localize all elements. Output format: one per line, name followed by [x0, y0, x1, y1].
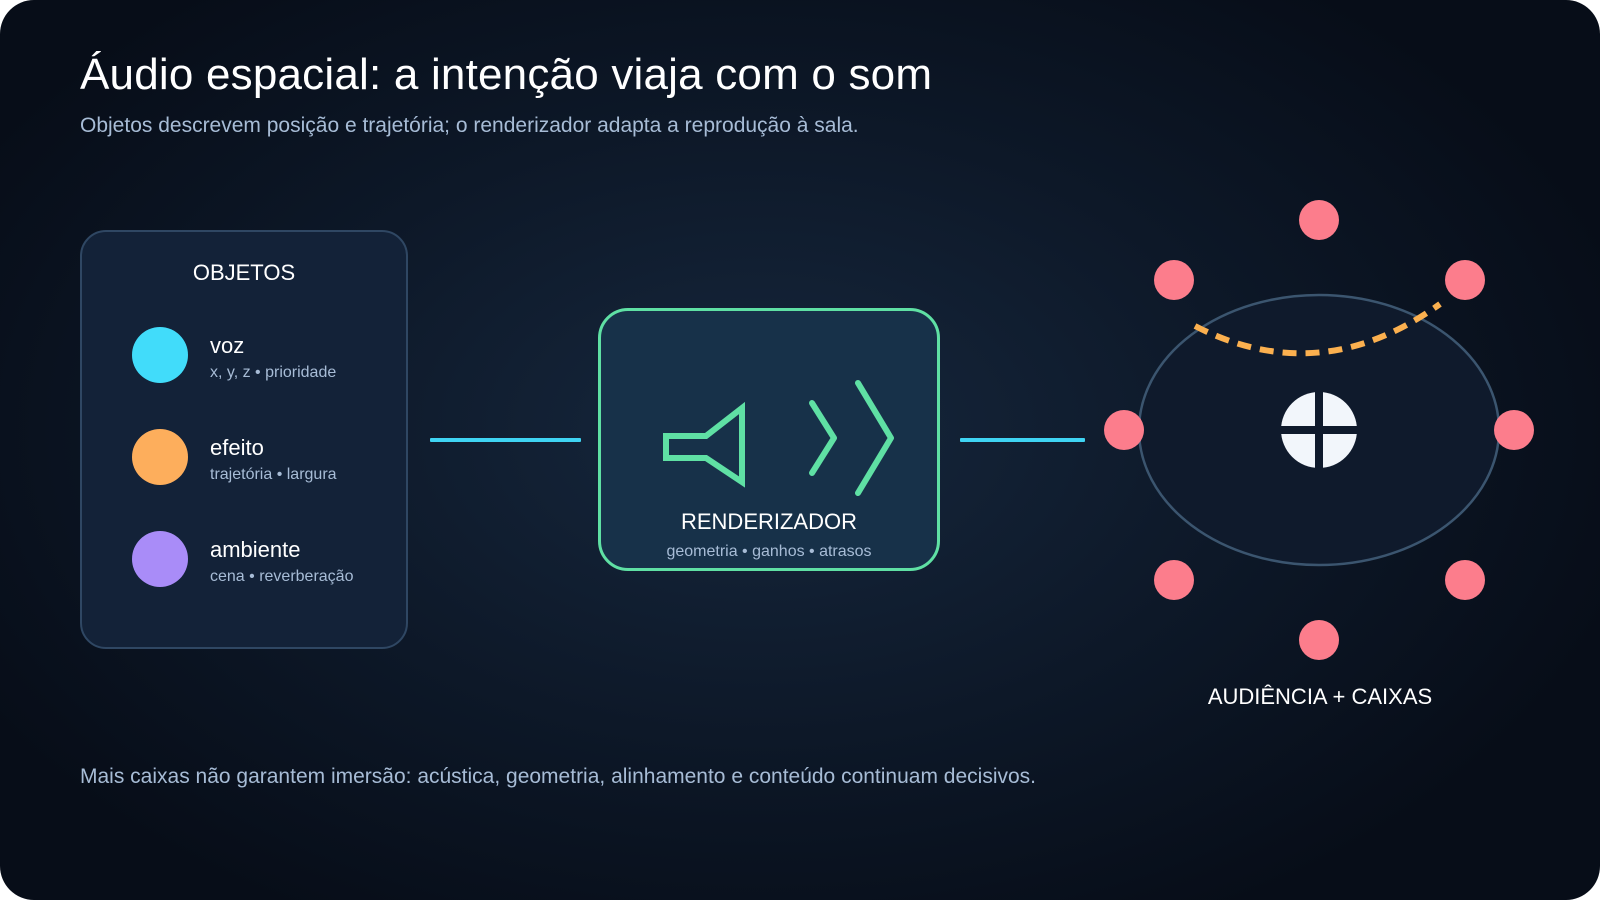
object-name: efeito [210, 435, 264, 460]
speaker-icon [663, 401, 745, 488]
speaker-left [1104, 410, 1144, 450]
object-name: ambiente [210, 537, 301, 562]
object-desc: cena • reverberação [210, 568, 354, 585]
renderer-graphic [663, 380, 894, 496]
object-dot [132, 429, 188, 485]
speakers [1104, 200, 1534, 660]
connector-objects-to-renderer [430, 438, 581, 442]
speaker-right [1494, 410, 1534, 450]
footer-note: Mais caixas não garantem imersão: acústi… [80, 765, 1037, 788]
trajectory-path [1193, 301, 1442, 357]
objects-panel-title: OBJETOS [192, 260, 296, 285]
object-dot [132, 327, 188, 383]
page-subtitle: Objetos descrevem posição e trajetória; … [80, 114, 859, 137]
speaker-top [1299, 200, 1339, 240]
room-label: AUDIÊNCIA + CAIXAS [1207, 684, 1433, 709]
renderer-panel: RENDERIZADOR geometria • ganhos • atraso… [598, 308, 940, 571]
object-desc: trajetória • largura [210, 466, 337, 483]
speaker-bottom [1299, 620, 1339, 660]
speaker-bottom-left [1154, 560, 1194, 600]
connector-renderer-to-room [960, 438, 1085, 442]
page-title: Áudio espacial: a intenção viaja com o s… [80, 50, 933, 99]
renderer-desc: geometria • ganhos • atrasos [666, 543, 872, 560]
chevrons-right-icon [809, 380, 894, 496]
listener-icon [1279, 390, 1359, 470]
speaker-top-right [1445, 260, 1485, 300]
objects-panel: OBJETOS voz x, y, z • prioridade efeito … [80, 230, 408, 649]
object-dot [132, 531, 188, 587]
speaker-top-left [1154, 260, 1194, 300]
object-desc: x, y, z • prioridade [210, 364, 337, 381]
renderer-title: RENDERIZADOR [680, 509, 857, 534]
speaker-bottom-right [1445, 560, 1485, 600]
object-name: voz [210, 333, 245, 358]
